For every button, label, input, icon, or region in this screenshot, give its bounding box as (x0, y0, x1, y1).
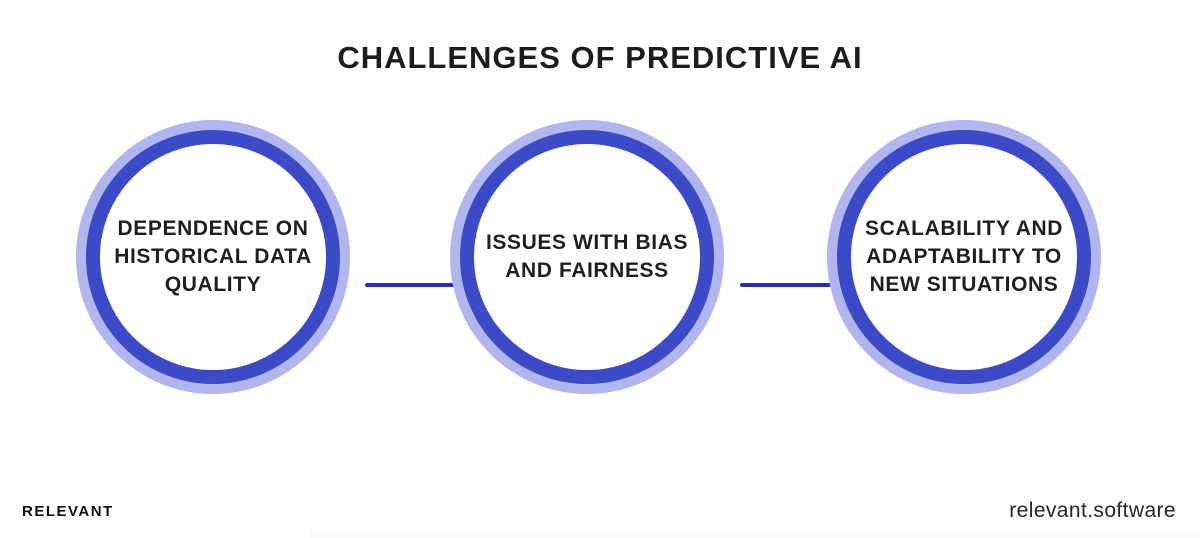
page-title: CHALLENGES OF PREDICTIVE AI (337, 40, 863, 75)
brand-logo: RELEVANT (22, 503, 114, 520)
connector-line-2 (740, 283, 840, 287)
node-label: ISSUES WITH BIAS AND FAIRNESS (485, 231, 689, 282)
bottom-strip-decoration (310, 531, 1200, 538)
node-label: SCALABILITY AND ADAPTABILITY TO NEW SITU… (865, 217, 1063, 296)
diagram-node-scalability: SCALABILITY AND ADAPTABILITY TO NEW SITU… (837, 130, 1091, 384)
node-label: DEPENDENCE ON HISTORICAL DATA QUALITY (114, 217, 312, 296)
website-link: relevant.software (1009, 499, 1176, 522)
diagram-node-bias-fairness: ISSUES WITH BIAS AND FAIRNESS (460, 130, 714, 384)
connector-line-1 (365, 283, 465, 287)
diagram-node-historical-data: DEPENDENCE ON HISTORICAL DATA QUALITY (86, 130, 340, 384)
